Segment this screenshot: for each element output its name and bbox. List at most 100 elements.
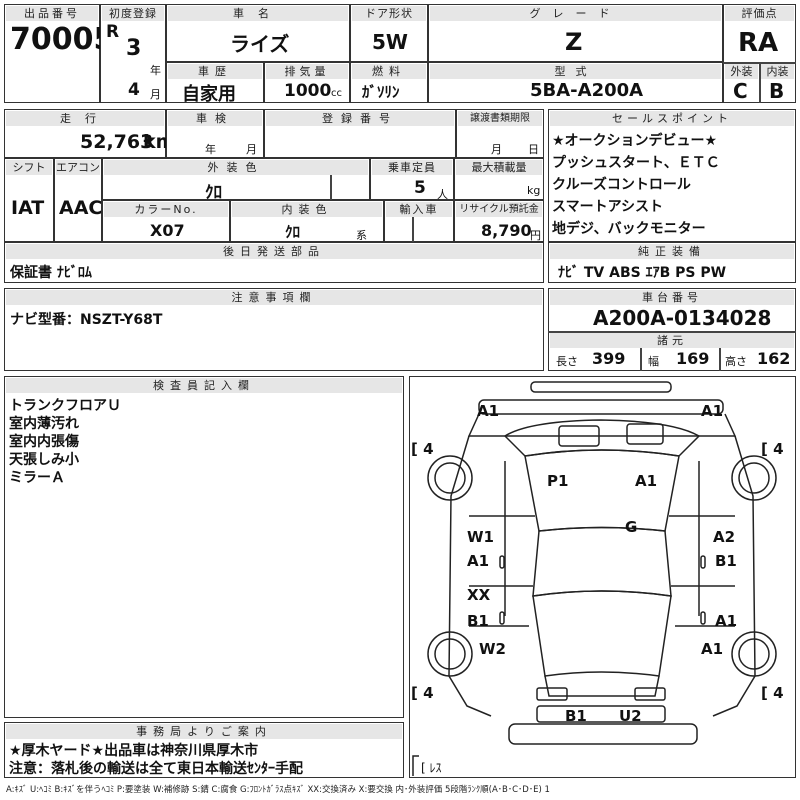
mark-right-front-door-2: B1	[715, 552, 737, 570]
spare-tire: [ ﾚｽ	[421, 761, 442, 775]
score-label: 評価点	[725, 6, 794, 21]
displacement: 1000	[284, 81, 332, 101]
sales-point-1: ★オークションデビュー★	[552, 133, 718, 149]
mark-left-rear-fender: W2	[479, 640, 506, 658]
capacity: 5	[414, 178, 426, 198]
inspector-line-2: 室内薄汚れ	[9, 416, 79, 432]
door-type: 5W	[372, 30, 408, 54]
era: R	[106, 22, 120, 42]
notes: ナビ型番：NSZT-Y68T	[10, 312, 163, 328]
tire-front-left: [ 4	[411, 440, 434, 458]
height: 162	[757, 349, 791, 368]
capacity-label: 乗車定員	[372, 160, 452, 175]
width-label: 幅	[648, 355, 659, 368]
interior-score: B	[769, 79, 785, 103]
length-label: 長さ	[556, 355, 578, 368]
equipment-label: 純正装備	[550, 244, 794, 259]
lot-number: 70005	[10, 22, 115, 57]
mark-right-rear-fender: A1	[701, 640, 723, 658]
sales-point-2: プッシュスタート、ＥＴＣ	[552, 155, 720, 171]
mark-right-front-door-1: A2	[713, 528, 735, 546]
shift: IAT	[11, 197, 45, 219]
first-registration-label: 初度登録	[102, 6, 164, 21]
spec-label: 諸元	[550, 333, 794, 348]
fuel-label: 燃料	[352, 64, 426, 79]
inspection-label: 車検	[168, 111, 262, 126]
mark-front-right: A1	[701, 402, 723, 420]
width: 169	[676, 349, 710, 368]
color-label: 外装色	[104, 160, 368, 175]
reg-month: 4	[128, 80, 140, 100]
office-line-1: ★厚木ヤード★出品車は神奈川県厚木市	[9, 743, 259, 759]
reg-month-unit: 月	[150, 88, 161, 101]
mark-left-rear-door-1: XX	[467, 586, 491, 604]
sales-point-4: スマートアシスト	[552, 199, 664, 215]
inspector-line-1: トランクフロアＵ	[9, 398, 121, 414]
mileage: 52,763	[80, 131, 154, 153]
car-diagram: A1 A1 P1 A1 G W1 A1 A2 B1 XX B1 A1 W2 A1…	[411, 381, 784, 776]
color-sub-divider	[330, 175, 332, 200]
inspection-month-unit: 月	[246, 143, 257, 156]
history-label: 車歴	[168, 64, 262, 79]
inspector-cell	[4, 376, 404, 718]
spec-sep-2	[719, 348, 721, 371]
reg-number-label: 登録番号	[266, 111, 454, 126]
height-label: 高さ	[725, 355, 747, 368]
inspector-label: 検査員記入欄	[6, 378, 402, 393]
ac-label: エアコン	[56, 160, 100, 175]
damage-diagram-cell	[409, 376, 796, 778]
int-color: ｸﾛ	[285, 223, 301, 241]
score: RA	[738, 28, 779, 58]
exterior-label: 外装	[725, 64, 758, 79]
import-label: 輸入車	[386, 202, 452, 217]
sales-point-5: 地デジ、バックモニター	[552, 221, 706, 237]
model-label: 型式	[430, 64, 721, 79]
tire-rear-left: [ 4	[411, 684, 434, 702]
inspector-line-4: 天張しみ小	[9, 452, 79, 468]
notes-label: 注意事項欄	[6, 290, 542, 305]
history: 自家用	[182, 84, 236, 105]
mark-rear-right: U2	[619, 707, 642, 725]
inspection-year-unit: 年	[205, 143, 216, 156]
tire-rear-right: [ 4	[761, 684, 784, 702]
reg-year-unit: 年	[150, 64, 161, 77]
model: 5BA-A200A	[530, 80, 644, 101]
mark-left-front-door-2: A1	[467, 552, 489, 570]
mark-front-left: A1	[477, 402, 499, 420]
tire-front-right: [ 4	[761, 440, 784, 458]
later-parts-label: 後日発送部品	[6, 244, 542, 259]
chassis-divider	[548, 331, 796, 333]
sales-points-label: セールスポイント	[550, 111, 794, 126]
mark-hood-right: A1	[635, 472, 657, 490]
fuel: ｶﾞｿﾘﾝ	[362, 83, 400, 101]
int-color-label: 内装色	[232, 202, 382, 217]
mark-hood-left: P1	[547, 472, 568, 490]
color: ｸﾛ	[205, 183, 222, 203]
exterior-score: C	[733, 79, 748, 103]
int-color-unit: 系	[356, 229, 367, 242]
office-label: 事務局よりご案内	[6, 724, 402, 739]
color-no: X07	[150, 221, 185, 240]
chassis-number: A200A-0134028	[593, 306, 772, 330]
transfer-day-unit: 日	[528, 143, 539, 156]
recycle-unit: 円	[530, 229, 541, 242]
mark-right-rear-door: A1	[715, 612, 737, 630]
displacement-unit: cc	[331, 88, 342, 99]
car-name: ライズ	[230, 32, 290, 56]
color-no-label: カラーNo.	[104, 202, 228, 217]
grade-label: グレード	[430, 6, 721, 21]
inspector-line-5: ミラーＡ	[9, 470, 65, 486]
grade: Z	[565, 28, 583, 56]
later-parts: 保証書 ﾅﾋﾞﾛﾑ	[10, 265, 92, 281]
mark-windshield: G	[625, 518, 637, 536]
chassis-label: 車台番号	[550, 290, 794, 305]
length: 399	[592, 349, 626, 368]
mark-rear-left: B1	[565, 707, 587, 725]
spec-sep-1	[640, 348, 642, 371]
displacement-label: 排気量	[266, 64, 348, 79]
office-line-2: 注意：落札後の輸送は全て東日本輸送ｾﾝﾀｰ手配	[9, 761, 303, 777]
sales-points-cell	[548, 109, 796, 242]
max-load-unit: kg	[527, 184, 541, 197]
import-sub-divider	[412, 217, 414, 242]
lot-number-label: 出品番号	[6, 6, 98, 21]
